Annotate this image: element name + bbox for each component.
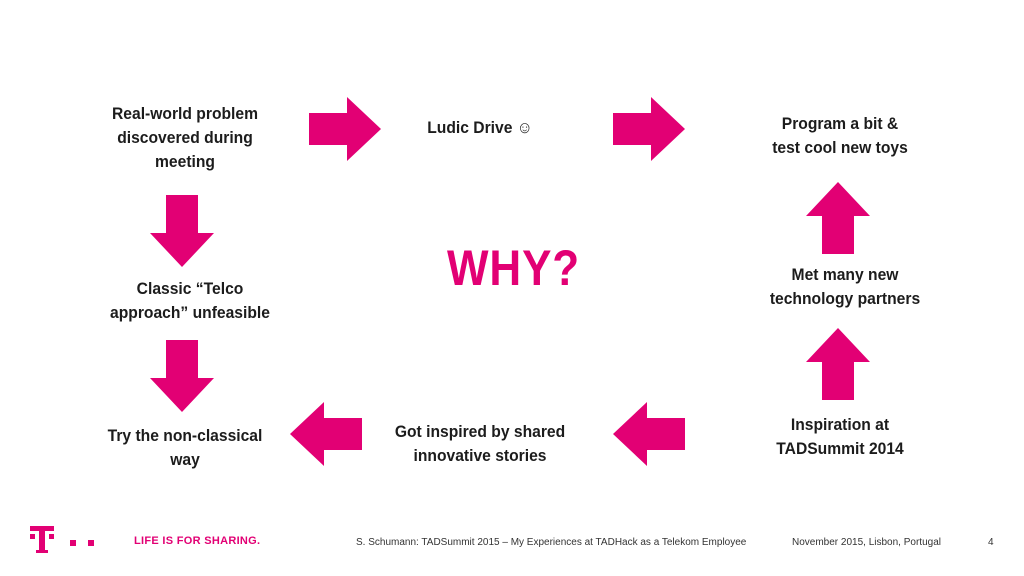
arrow-left-icon <box>613 402 685 466</box>
arrow-right-icon <box>613 97 685 161</box>
node-real-world-problem: Real-world problem discovered during mee… <box>112 104 258 171</box>
arrow-down-icon <box>150 340 214 412</box>
telekom-t-logo-icon <box>30 522 100 563</box>
footer-date-location: November 2015, Lisbon, Portugal <box>792 537 941 548</box>
node-try-non-classical: Try the non-classical way <box>107 426 263 469</box>
arrow-right-icon <box>309 97 381 161</box>
node-ludic-drive: Ludic Drive ☺ <box>427 118 533 137</box>
node-classic-telco: Classic “Telco approach” unfeasible <box>110 279 270 322</box>
arrow-up-icon <box>806 182 870 254</box>
node-met-partners: Met many new technology partners <box>769 265 921 308</box>
node-inspiration-tadsummit: Inspiration at TADSummit 2014 <box>776 415 904 458</box>
arrow-up-icon <box>806 328 870 400</box>
node-program-a-bit: Program a bit & test cool new toys <box>772 114 908 157</box>
arrow-left-icon <box>290 402 362 466</box>
page-number: 4 <box>988 537 994 548</box>
node-got-inspired: Got inspired by shared innovative storie… <box>394 422 566 465</box>
brand-tagline: LIFE IS FOR SHARING. <box>134 535 261 547</box>
slide-title: WHY? <box>447 240 581 296</box>
arrow-down-icon <box>150 195 214 267</box>
footer-citation: S. Schumann: TADSummit 2015 – My Experie… <box>356 537 747 548</box>
